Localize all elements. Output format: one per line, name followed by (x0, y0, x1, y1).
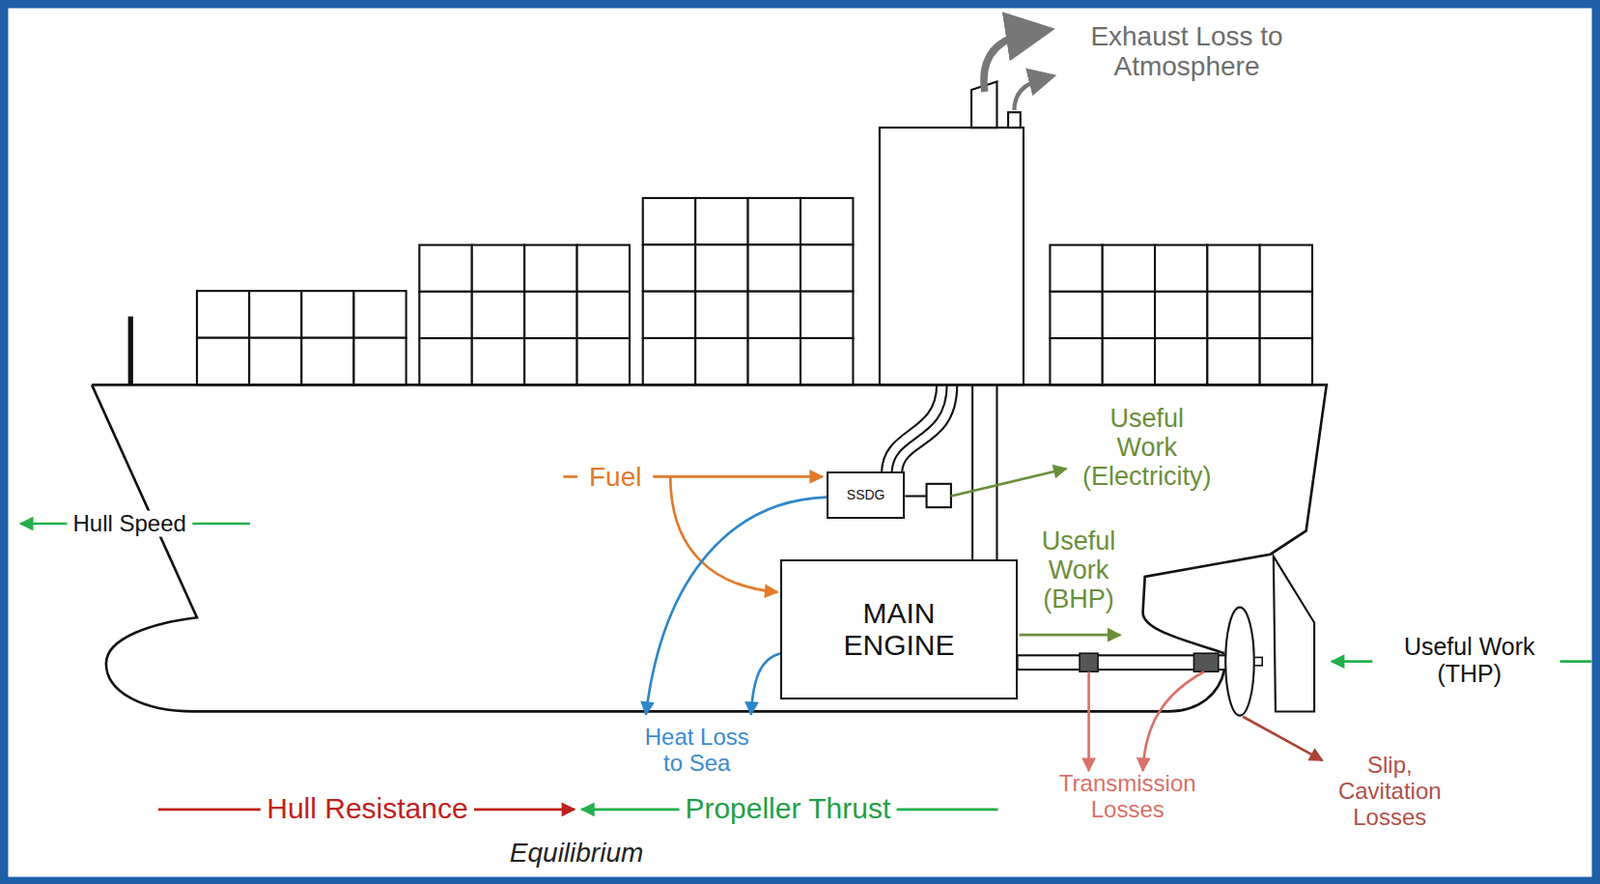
generator-coupling (904, 494, 927, 497)
fuel-arrow (652, 475, 822, 478)
container (748, 291, 801, 338)
container (800, 337, 853, 385)
fuel-line (562, 475, 578, 478)
container (472, 337, 525, 385)
shaft-bearing (1079, 652, 1098, 672)
container (353, 290, 406, 338)
container (1049, 337, 1102, 385)
work-label: Useful Work (Electricity) (1079, 403, 1215, 492)
container (643, 197, 696, 245)
container (419, 245, 472, 292)
hull-outline (91, 384, 1327, 711)
rudder (1273, 556, 1315, 712)
container (524, 291, 577, 338)
thrust-arrow (1331, 659, 1373, 663)
container (643, 291, 696, 338)
container (419, 337, 472, 385)
fuel-label: Fuel (589, 461, 642, 492)
container (524, 245, 577, 292)
container (695, 197, 748, 245)
container (249, 290, 302, 338)
container (1049, 245, 1102, 292)
container (1154, 291, 1208, 338)
container (748, 197, 801, 245)
container-stacks (196, 197, 1313, 385)
container (695, 291, 748, 338)
container (1207, 245, 1260, 292)
generator (926, 483, 952, 507)
container (577, 245, 630, 292)
container (472, 245, 525, 292)
container (196, 337, 250, 386)
container (643, 244, 696, 291)
mast (128, 316, 134, 386)
bhp-arrow (1019, 633, 1122, 637)
container (524, 337, 577, 385)
container (800, 197, 853, 245)
container (1102, 337, 1155, 385)
container (1207, 337, 1260, 385)
engine-box: MAIN ENGINE (780, 559, 1017, 700)
container (577, 291, 630, 338)
container (695, 244, 748, 291)
container (1260, 245, 1313, 292)
container (1260, 291, 1313, 338)
superstructure (879, 127, 1024, 385)
work-label: Useful Work (BHP) (1035, 525, 1123, 614)
transmission-loss-arrow (1087, 671, 1091, 770)
transmission-loss-arrow (1143, 671, 1205, 770)
loss-label: Slip, Cavitation Losses (1326, 752, 1453, 831)
node-label: MAIN ENGINE (826, 596, 972, 661)
loss-label: Transmission Losses (1040, 770, 1215, 823)
container (1154, 337, 1208, 385)
container (643, 337, 696, 385)
generator-box: SSDG (826, 471, 905, 519)
fuel-arrow (670, 476, 778, 591)
container (1260, 337, 1313, 385)
container (748, 337, 801, 385)
force-label: Propeller Thrust (678, 791, 897, 825)
container (1154, 245, 1208, 292)
container (1049, 291, 1102, 338)
ssdg-exhaust-pipe (901, 384, 957, 472)
background-panel (7, 7, 1592, 876)
container (301, 290, 354, 338)
container (1102, 245, 1155, 292)
exhaust-duct (995, 384, 998, 560)
loss-label: Heat Loss to Sea (634, 724, 760, 777)
container (249, 337, 302, 386)
exhaust-arrow (1013, 78, 1043, 111)
speed-label: Hull Speed (66, 510, 192, 537)
container (419, 291, 472, 338)
container (301, 337, 354, 386)
slip-loss-arrow (1242, 716, 1322, 760)
stern-tube-bearing (1193, 652, 1218, 672)
propeller (1225, 607, 1255, 716)
force-label: Hull Resistance (260, 791, 474, 825)
container (1102, 291, 1155, 338)
container (577, 337, 630, 385)
container (1207, 291, 1260, 338)
exhaust-duct (971, 384, 974, 560)
container (196, 290, 250, 338)
work-label: Useful Work (THP) (1378, 632, 1560, 687)
container (695, 337, 748, 385)
container (748, 244, 801, 291)
container (472, 291, 525, 338)
container (800, 291, 853, 338)
exhaust-pipe (1008, 112, 1021, 128)
caption-label: Equilibrium (509, 838, 645, 869)
heat-loss-arrow (751, 652, 782, 714)
electricity-arrow (951, 468, 1067, 497)
node-label: SSDG (846, 487, 886, 503)
exhaust-arrow (983, 32, 1031, 92)
ssdg-exhaust-pipe (892, 384, 948, 472)
container (800, 244, 853, 291)
container (353, 337, 406, 386)
loss-label: Exhaust Loss to Atmosphere (1051, 20, 1322, 82)
